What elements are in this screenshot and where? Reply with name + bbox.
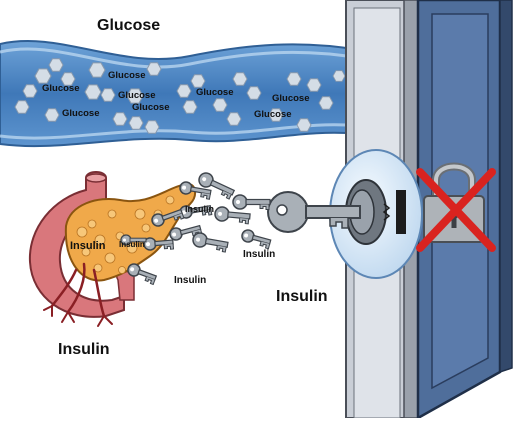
receptor-lock bbox=[329, 149, 423, 279]
glucose-hexagon bbox=[182, 100, 198, 114]
vessel-glucose-label: Glucose bbox=[108, 70, 146, 81]
glucose-hexagon bbox=[226, 112, 242, 126]
key-icon bbox=[241, 229, 272, 250]
key-icon bbox=[143, 237, 175, 251]
vessel-glucose-label: Glucose bbox=[272, 93, 310, 104]
key-icon bbox=[169, 224, 203, 241]
vessel-glucose-label: Glucose bbox=[42, 83, 80, 94]
cross-mark-icon bbox=[416, 168, 496, 252]
glucose-hexagon bbox=[212, 98, 228, 112]
pancreas-organ bbox=[28, 171, 196, 327]
glucose-hexagon bbox=[232, 72, 248, 86]
glucose-hexagon bbox=[22, 84, 38, 98]
insulin-label-large: Insulin bbox=[276, 288, 328, 305]
glucose-hexagon bbox=[246, 86, 262, 100]
large-key-icon bbox=[267, 191, 361, 233]
glucose-hexagon bbox=[112, 112, 128, 126]
vessel-glucose-label: Glucose bbox=[254, 109, 292, 120]
glucose-hexagon bbox=[14, 100, 30, 114]
glucose-hexagon bbox=[296, 118, 312, 132]
key-icon bbox=[127, 263, 158, 286]
glucose-hexagon bbox=[128, 116, 144, 130]
key-icon bbox=[192, 232, 229, 253]
key-icon bbox=[214, 206, 251, 225]
insulin-keys bbox=[120, 172, 272, 286]
glucose-hexagon bbox=[332, 70, 346, 82]
key-icon bbox=[232, 194, 271, 210]
glucose-hexagon bbox=[146, 62, 162, 76]
glucose-hexagon bbox=[44, 108, 60, 122]
glucose-hexagon bbox=[84, 84, 102, 100]
glucose-hexagon bbox=[306, 78, 322, 92]
insulin-label-bottom: Insulin bbox=[58, 341, 110, 358]
insulin-label-pancreas: Insulin bbox=[70, 240, 106, 252]
insulin-label-key: Insulin bbox=[243, 249, 275, 260]
insulin-label-key: Insulin bbox=[185, 204, 214, 214]
key-icon bbox=[120, 234, 147, 246]
key-icon bbox=[198, 172, 236, 200]
glucose-hexagon bbox=[100, 88, 116, 102]
insulin-label-key: Insulin bbox=[174, 275, 206, 286]
vessel-glucose-label: Glucose bbox=[118, 90, 156, 101]
vessel-glucose-label: Glucose bbox=[62, 108, 100, 119]
glucose-hexagon bbox=[48, 58, 64, 72]
glucose-hexagon bbox=[318, 96, 334, 110]
door bbox=[416, 0, 513, 421]
glucose-hexagon bbox=[88, 62, 106, 78]
glucose-hexagon bbox=[34, 68, 52, 84]
glucose-hexagon bbox=[176, 84, 192, 98]
insulin-label-small: Insulin bbox=[119, 240, 145, 249]
glucose-title: Glucose bbox=[97, 17, 160, 34]
vessel-labels: Glucose Glucose Glucose Glucose Glucose … bbox=[42, 70, 310, 120]
glucose-hexagon bbox=[190, 74, 206, 88]
glucose-hexagon bbox=[286, 72, 302, 86]
key-icon bbox=[151, 208, 185, 227]
vessel-glucose-label: Glucose bbox=[196, 87, 234, 98]
key-icon bbox=[179, 181, 212, 200]
vessel-glucose-label: Glucose bbox=[132, 102, 170, 113]
glucose-hexagon bbox=[144, 120, 160, 134]
